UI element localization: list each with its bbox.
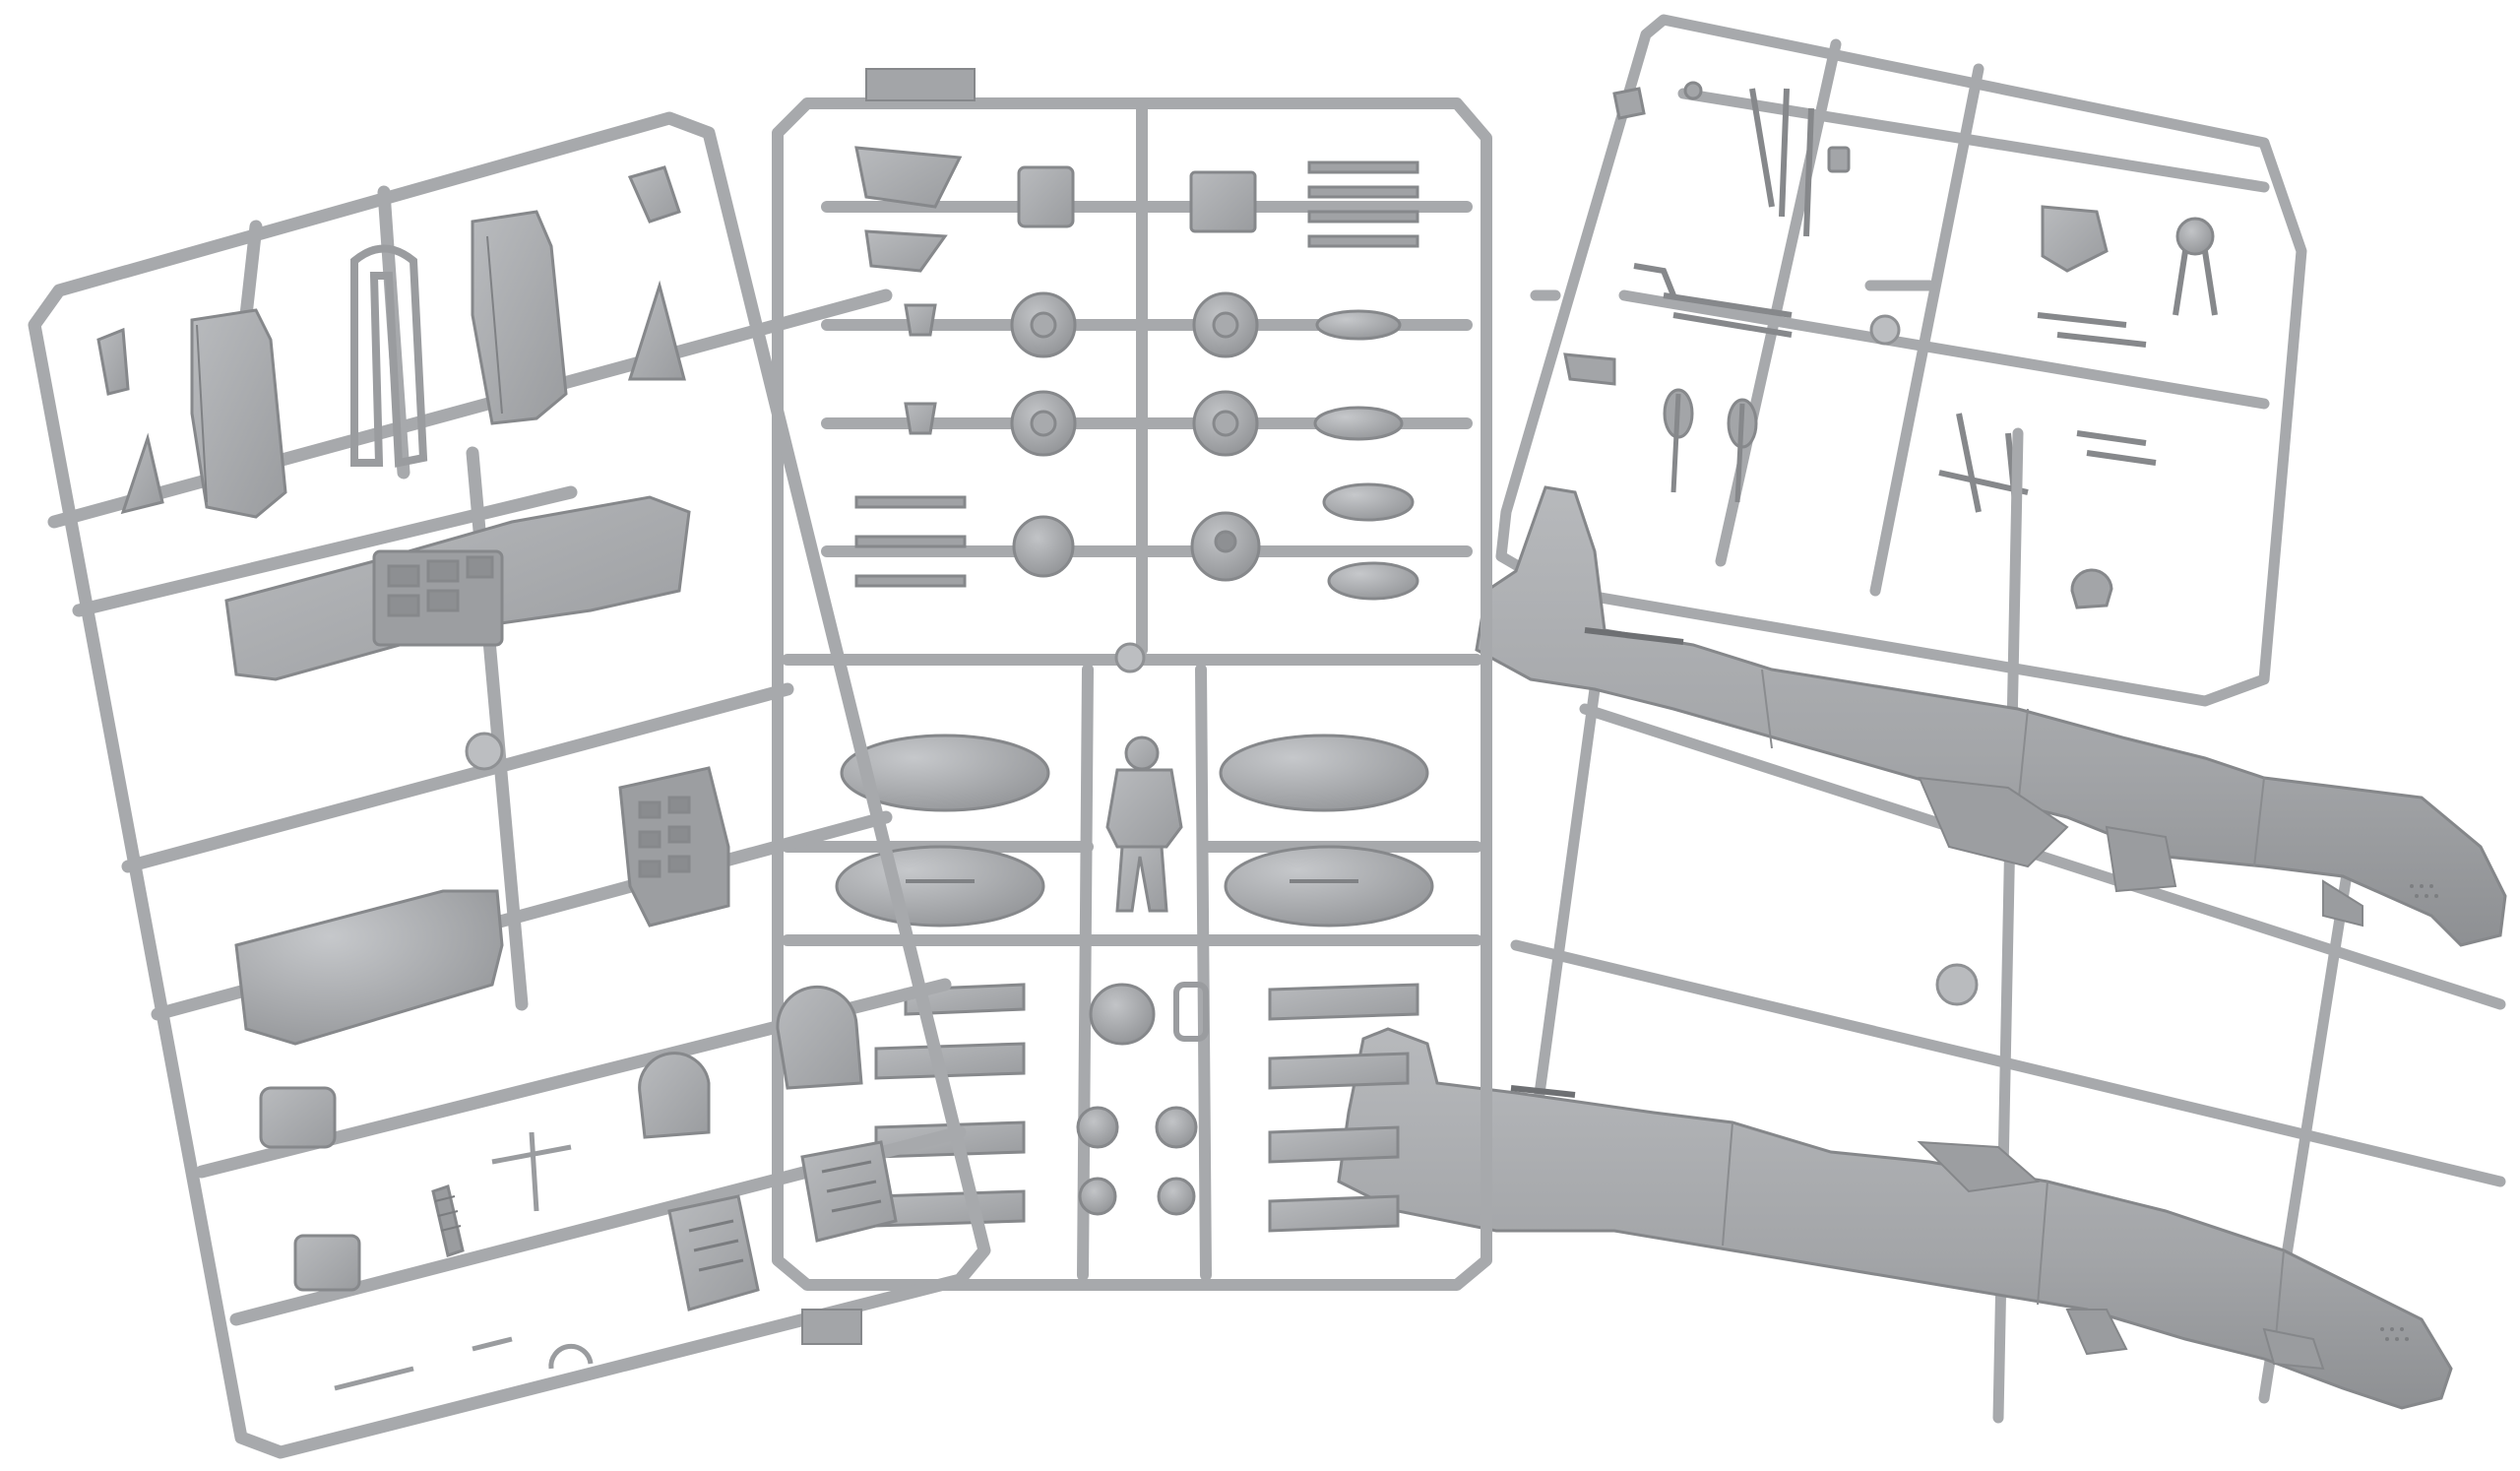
sprue-top-right <box>1495 14 2307 707</box>
fuselage-half-upper <box>1475 485 2507 947</box>
pilot-figure <box>1105 736 1183 913</box>
left-sprue-tag <box>801 1309 862 1345</box>
left-sprue-parts <box>96 165 898 1391</box>
center-sprue-parts <box>835 146 1434 1233</box>
fuselage-half-lower <box>1337 1027 2453 1410</box>
top-right-small-parts <box>1563 81 2218 609</box>
center-sprue-tag <box>865 68 976 101</box>
